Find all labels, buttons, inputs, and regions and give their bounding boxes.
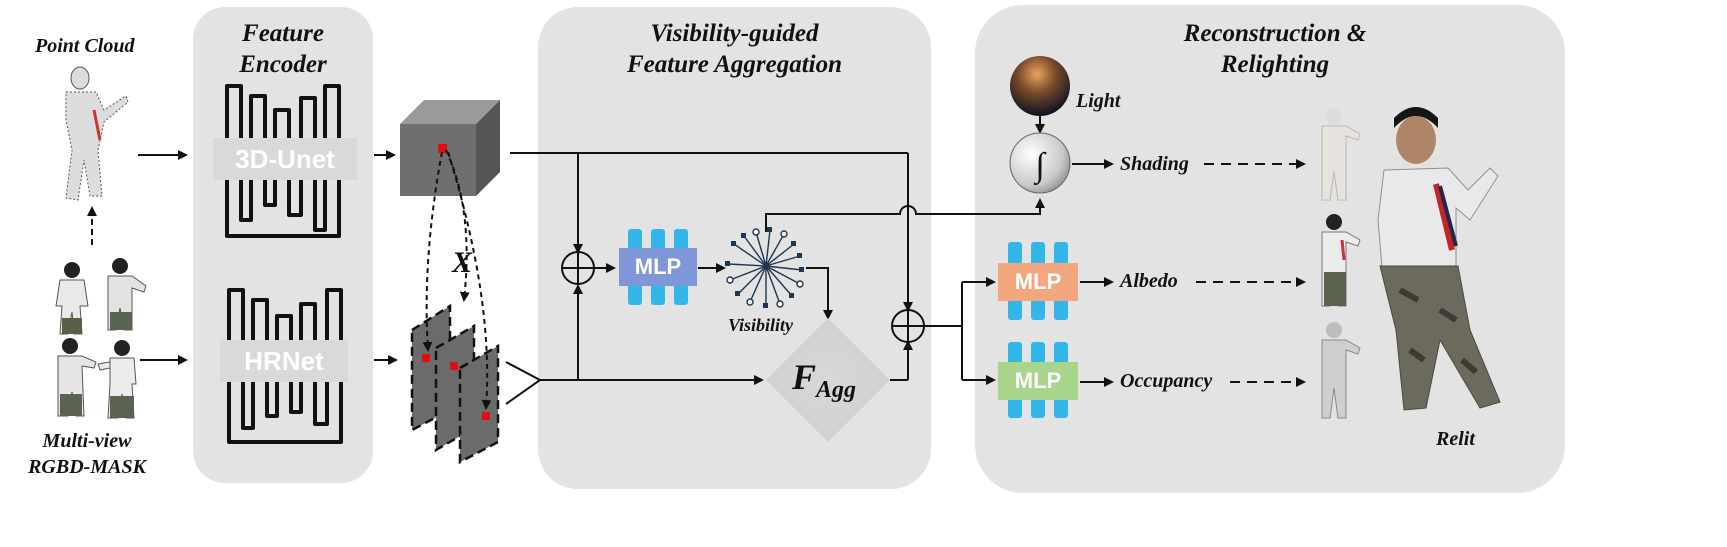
multiview-label: Multi-view RGBD-MASK bbox=[22, 428, 152, 480]
occupancy-label: Occupancy bbox=[1120, 370, 1213, 392]
point-cloud-label: Point Cloud bbox=[35, 35, 135, 57]
light-label: Light bbox=[1076, 90, 1121, 112]
voxel-marker bbox=[438, 144, 447, 153]
relit-label: Relit bbox=[1436, 428, 1475, 450]
mlp-albedo-label: MLP bbox=[1014, 269, 1062, 294]
light-sphere bbox=[1010, 56, 1070, 116]
multiview-label-line1: Multi-view bbox=[42, 430, 132, 452]
mlp-occupancy-box: MLP bbox=[998, 362, 1078, 400]
f-agg-label: FAgg bbox=[792, 356, 856, 404]
f-agg-diamond bbox=[766, 318, 890, 442]
aggregation-title-line1: Visibility-guided bbox=[650, 20, 819, 47]
reconstruction-panel bbox=[975, 5, 1565, 493]
aggregation-panel bbox=[538, 7, 931, 489]
unet-label: 3D-Unet bbox=[213, 138, 357, 180]
reconstruction-title: Reconstruction & Relighting bbox=[1130, 18, 1420, 81]
visibility-icon bbox=[725, 227, 804, 308]
feature-encoder-title-line1: Feature bbox=[242, 20, 324, 47]
visibility-label: Visibility bbox=[728, 315, 794, 335]
cross-label: X bbox=[451, 246, 473, 279]
multiview-label-line2: RGBD-MASK bbox=[28, 456, 146, 478]
concat-node-1 bbox=[561, 251, 595, 285]
albedo-label: Albedo bbox=[1120, 270, 1178, 292]
occupancy-output-figure bbox=[1321, 322, 1361, 419]
aggregation-title: Visibility-guided Feature Aggregation bbox=[538, 18, 931, 81]
projection-arrows bbox=[422, 149, 492, 410]
image-feature-maps bbox=[410, 303, 500, 465]
feature-encoder-title-line2: Encoder bbox=[239, 51, 327, 79]
f-agg-subscript: Agg bbox=[816, 377, 857, 404]
concat-node-2 bbox=[891, 309, 925, 343]
feature-encoder-title: Feature Encoder bbox=[193, 18, 373, 81]
relit-figure bbox=[1377, 107, 1501, 411]
mlp-aggregation-box: MLP bbox=[619, 248, 697, 286]
hrnet-label: HRNet bbox=[220, 340, 348, 382]
aggregation-title-line2: Feature Aggregation bbox=[626, 51, 843, 79]
shading-output-figure bbox=[1321, 108, 1361, 201]
mlp-occupancy-label: MLP bbox=[1014, 368, 1062, 393]
feature-volume-cube bbox=[400, 100, 500, 196]
point-cloud-figure bbox=[65, 66, 129, 201]
hrnet-shape bbox=[227, 288, 343, 444]
reconstruction-title-line1: Reconstruction & bbox=[1183, 20, 1367, 47]
reconstruction-title-line2: Relighting bbox=[1220, 51, 1330, 79]
shading-label: Shading bbox=[1120, 153, 1189, 175]
integral-sphere bbox=[1009, 132, 1071, 194]
mlp-albedo-box: MLP bbox=[998, 263, 1078, 301]
albedo-output-figure bbox=[1321, 214, 1361, 307]
integral-symbol: ∫ bbox=[1033, 147, 1047, 186]
f-agg-main: F bbox=[792, 357, 817, 397]
multiview-images bbox=[55, 258, 147, 419]
mlp-aggregation-label: MLP bbox=[634, 254, 682, 279]
